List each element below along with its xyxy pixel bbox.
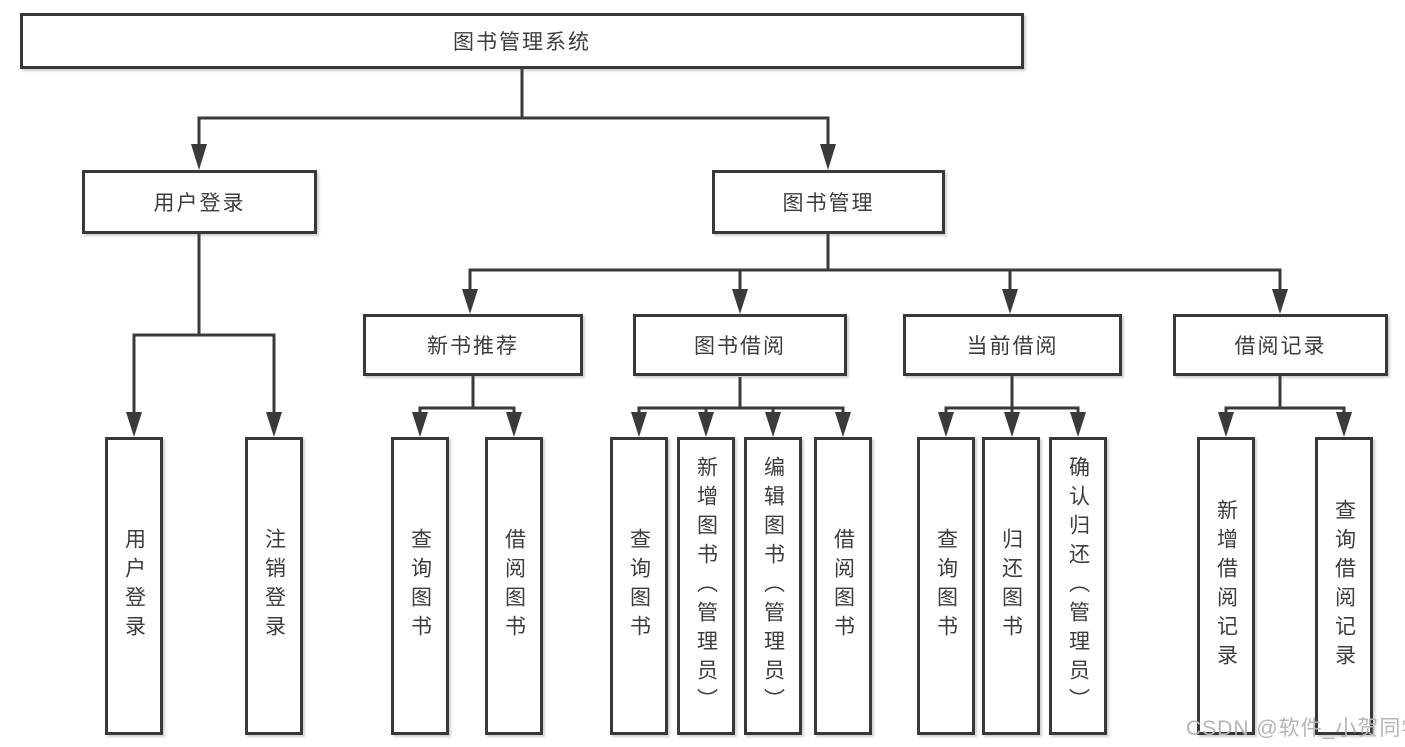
arrowhead-leaf: [1218, 412, 1234, 437]
arrowhead-to-book-borrowing: [732, 289, 748, 314]
connector-book-borrowing-children: [637, 377, 845, 414]
leaf-confirm-return-admin: 确认归还（管理员）: [1049, 437, 1107, 735]
node-book-borrowing: 图书借阅: [633, 314, 847, 376]
leaf-add-books-admin: 新增图书（管理员）: [677, 437, 735, 735]
arrowhead-leaf: [1004, 412, 1020, 437]
connector-current-borrowing-children: [944, 376, 1080, 414]
leaf-user-login: 用户登录: [105, 437, 163, 735]
node-user-login: 用户登录: [82, 170, 317, 234]
arrowhead-leaf: [631, 412, 647, 437]
leaf-return-books: 归还图书: [982, 437, 1040, 735]
arrowhead-leaf: [1070, 412, 1086, 437]
connector-user-login-children: [132, 234, 276, 413]
leaf-edit-books-admin: 编辑图书（管理员）: [744, 437, 802, 735]
connector-new-book-recommendation-children: [418, 376, 516, 414]
leaf-add-borrow-record: 新增借阅记录: [1197, 437, 1255, 735]
leaf-logout: 注销登录: [245, 437, 303, 735]
leaf-query-books-recommend: 查询图书: [391, 437, 449, 735]
arrowhead-leaf: [938, 412, 954, 437]
node-book-management: 图书管理: [712, 170, 945, 234]
arrowhead-leaf: [765, 412, 781, 437]
node-library-management-system: 图书管理系统: [20, 13, 1024, 69]
leaf-borrow-books-recommend: 借阅图书: [485, 437, 543, 735]
csdn-watermark: CSDN @软件_小贺同学: [1186, 717, 1405, 740]
arrowhead-to-leaf-logout: [266, 412, 282, 437]
node-current-borrowing: 当前借阅: [903, 314, 1122, 376]
arrowhead-leaf: [506, 412, 522, 437]
arrowhead-to-new-book-recommendation: [462, 289, 478, 314]
arrowhead-leaf: [835, 412, 851, 437]
arrowhead-to-borrowing-records: [1272, 289, 1288, 314]
arrowhead-leaf: [1336, 412, 1352, 437]
leaf-borrow-books-borrowing: 借阅图书: [814, 437, 872, 735]
arrowhead-to-book-management: [820, 144, 836, 170]
arrowhead-to-current-borrowing: [1002, 289, 1018, 314]
arrowhead-to-user-login: [191, 144, 207, 170]
node-new-book-recommendation: 新书推荐: [363, 314, 583, 376]
arrowhead-to-leaf-user-login: [126, 412, 142, 437]
connector-book-management-children: [468, 233, 1282, 290]
leaf-query-borrow-record: 查询借阅记录: [1315, 437, 1373, 735]
leaf-query-books-borrowing: 查询图书: [610, 437, 668, 735]
arrowhead-leaf: [698, 412, 714, 437]
connector-root-to-level2: [197, 69, 830, 146]
connector-borrowing-records-children: [1224, 375, 1346, 414]
node-borrowing-records: 借阅记录: [1173, 314, 1388, 376]
leaf-query-books-current: 查询图书: [917, 437, 975, 735]
arrowhead-leaf: [412, 412, 428, 437]
